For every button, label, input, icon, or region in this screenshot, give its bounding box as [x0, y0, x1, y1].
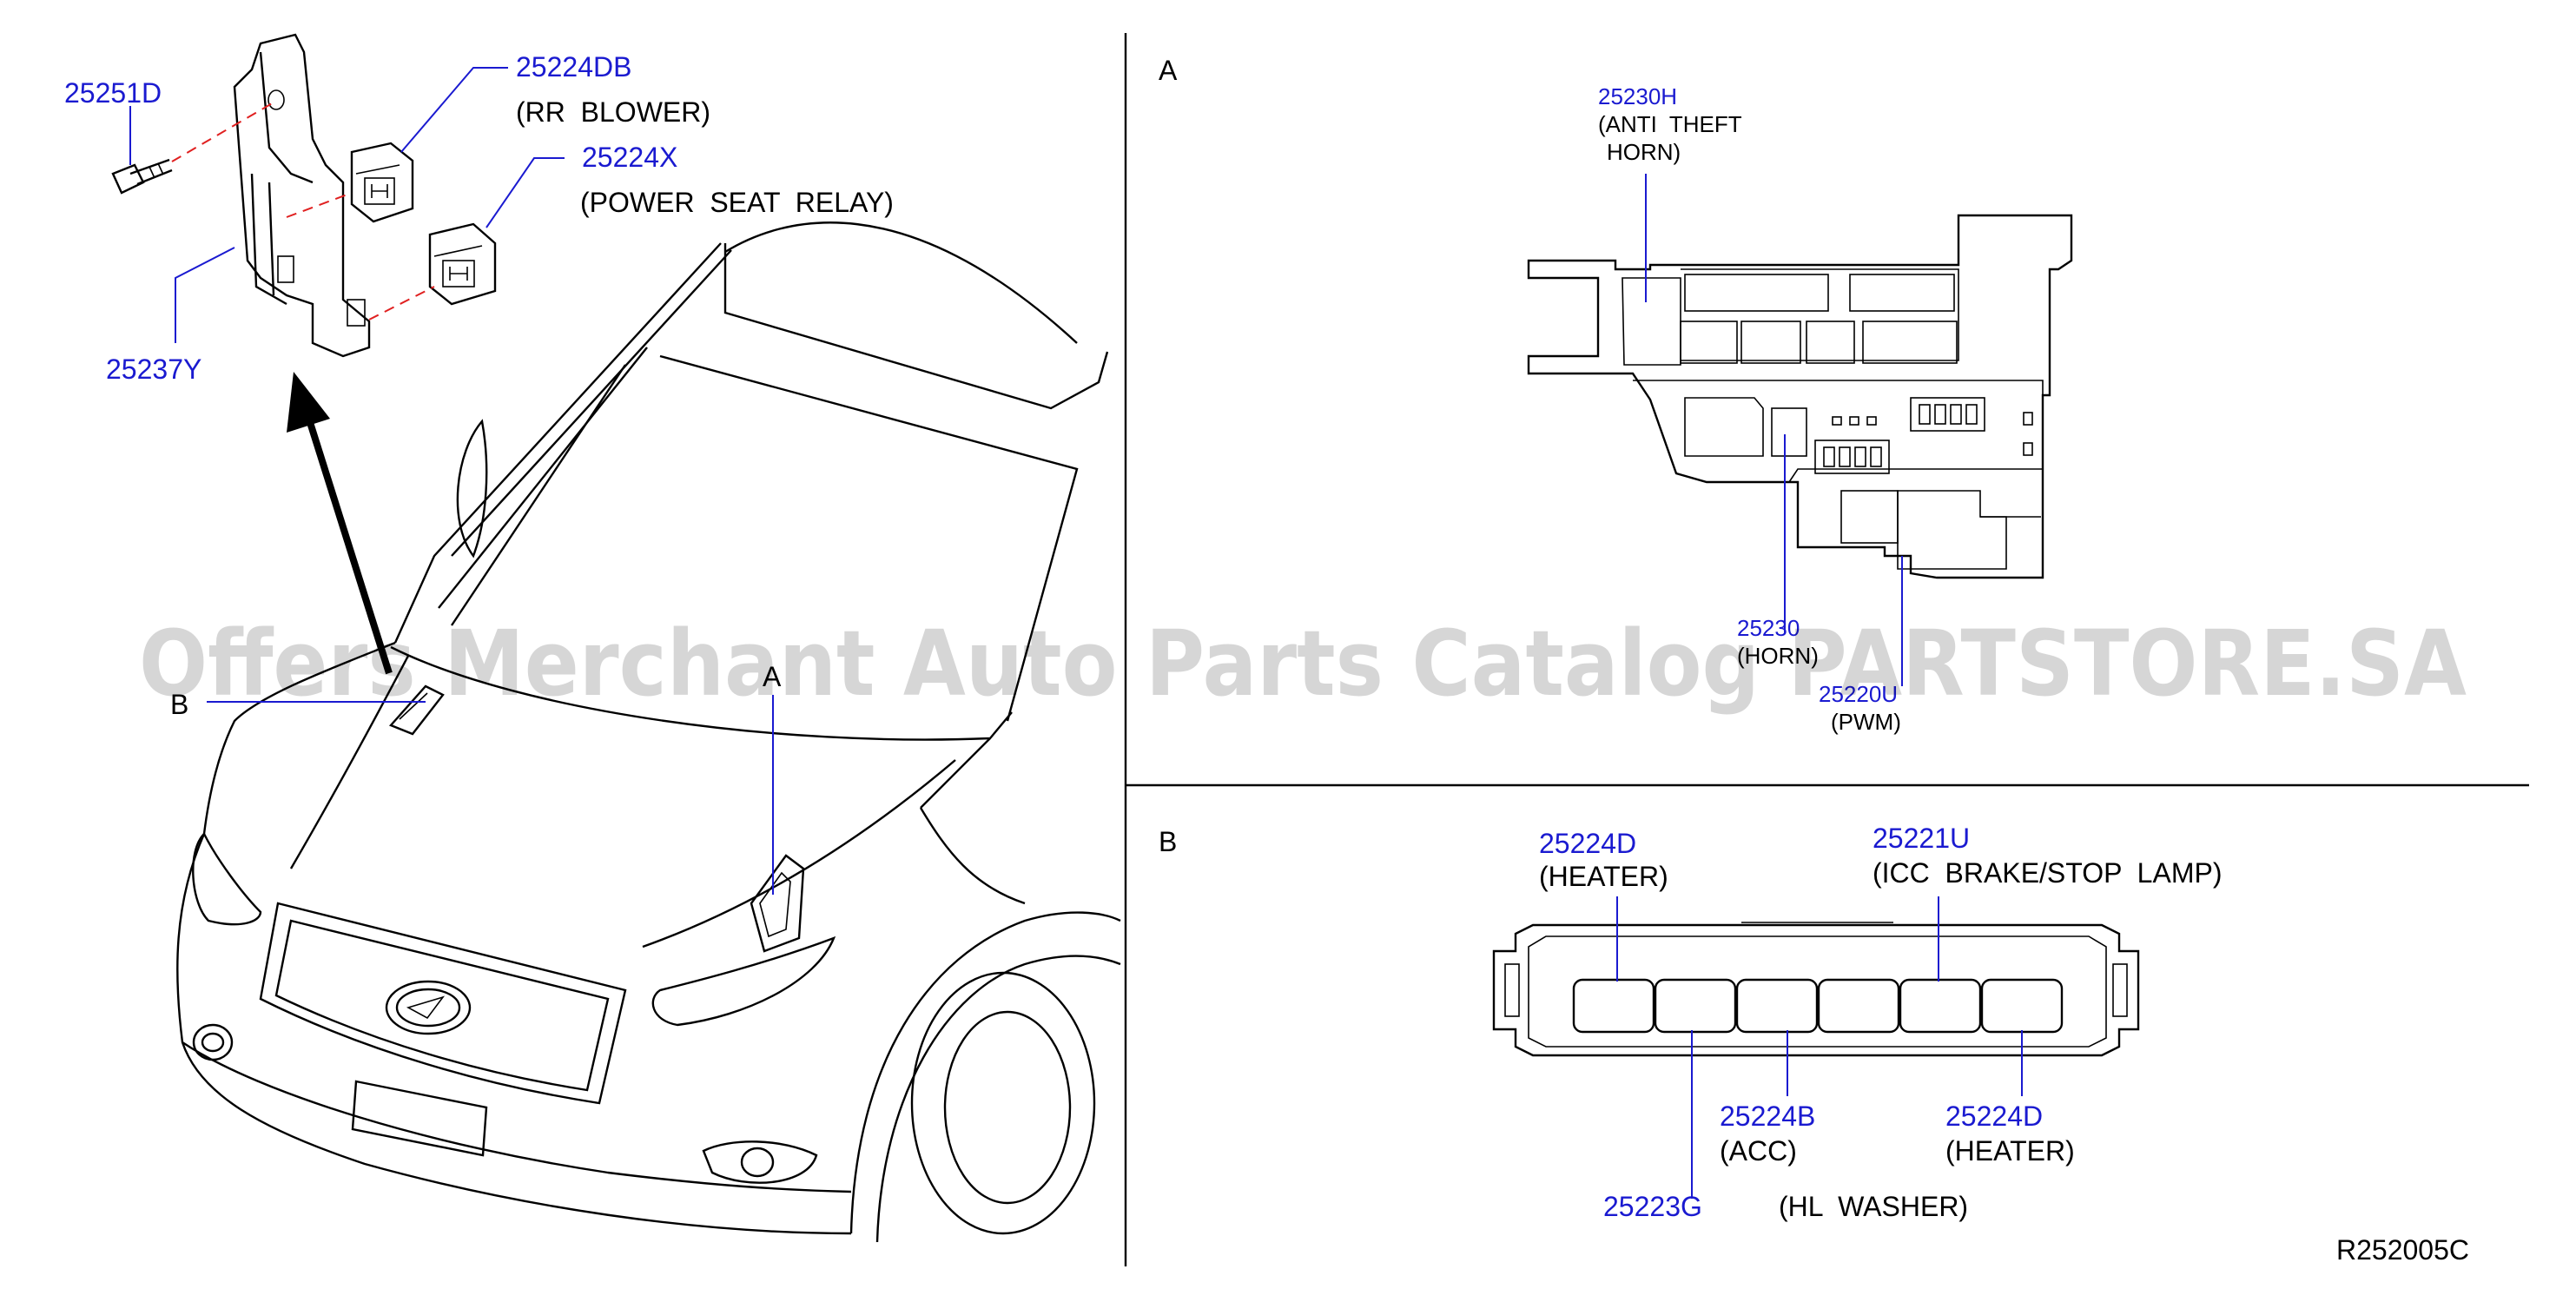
watermark: Offers Merchant Auto Parts Catalog PARTS… [139, 611, 2467, 717]
car-callout-leaders [207, 695, 774, 895]
section-a-label: A [1159, 55, 1178, 86]
pwm-desc: (PWM) [1831, 709, 1901, 735]
heater-top-desc: (HEATER) [1539, 861, 1668, 892]
rr-blower-part-number: 25224DB [516, 51, 631, 83]
heater-top-part-number: 25224D [1539, 828, 1636, 859]
rr-blower-desc: (RR BLOWER) [516, 96, 710, 128]
bracket-part-number: 25237Y [106, 354, 201, 385]
pwm-part-number: 25220U [1819, 681, 1898, 707]
relay-bracket-assembly [111, 33, 497, 358]
section-a-leaders [1645, 174, 1903, 686]
power-seat-part-number: 25224X [582, 142, 677, 173]
power-seat-desc: (POWER SEAT RELAY) [580, 187, 894, 218]
anti-theft-horn-part-number: 25230H [1598, 83, 1677, 109]
anti-theft-horn-desc-1: (ANTI THEFT [1598, 111, 1742, 137]
pointer-arrow [287, 372, 393, 675]
hl-washer-part-number: 25223G [1603, 1191, 1702, 1222]
car-illustration [176, 221, 1121, 1243]
bracket-leaders [129, 67, 565, 343]
panel-dividers [1124, 33, 2529, 1266]
acc-desc: (ACC) [1720, 1135, 1797, 1167]
car-callout-b: B [170, 689, 188, 720]
icc-brake-part-number: 25221U [1873, 823, 1970, 854]
bolt-part-number: 25251D [64, 77, 162, 109]
heater-bottom-part-number: 25224D [1945, 1101, 2043, 1132]
relay-block-a [1527, 214, 2073, 579]
anti-theft-horn-desc-2: HORN) [1607, 139, 1681, 165]
drawing-code: R252005C [2336, 1234, 2469, 1266]
section-b-leaders [1616, 896, 2023, 1199]
car-callout-a: A [763, 661, 782, 692]
section-b-label: B [1159, 826, 1177, 857]
relay-block-b [1492, 922, 2140, 1057]
icc-brake-desc: (ICC BRAKE/STOP LAMP) [1873, 857, 2222, 889]
horn-part-number: 25230 [1737, 615, 1800, 641]
hl-washer-desc: (HL WASHER) [1779, 1191, 1968, 1222]
horn-desc: (HORN) [1737, 643, 1819, 669]
acc-part-number: 25224B [1720, 1101, 1815, 1132]
heater-bottom-desc: (HEATER) [1945, 1135, 2075, 1167]
